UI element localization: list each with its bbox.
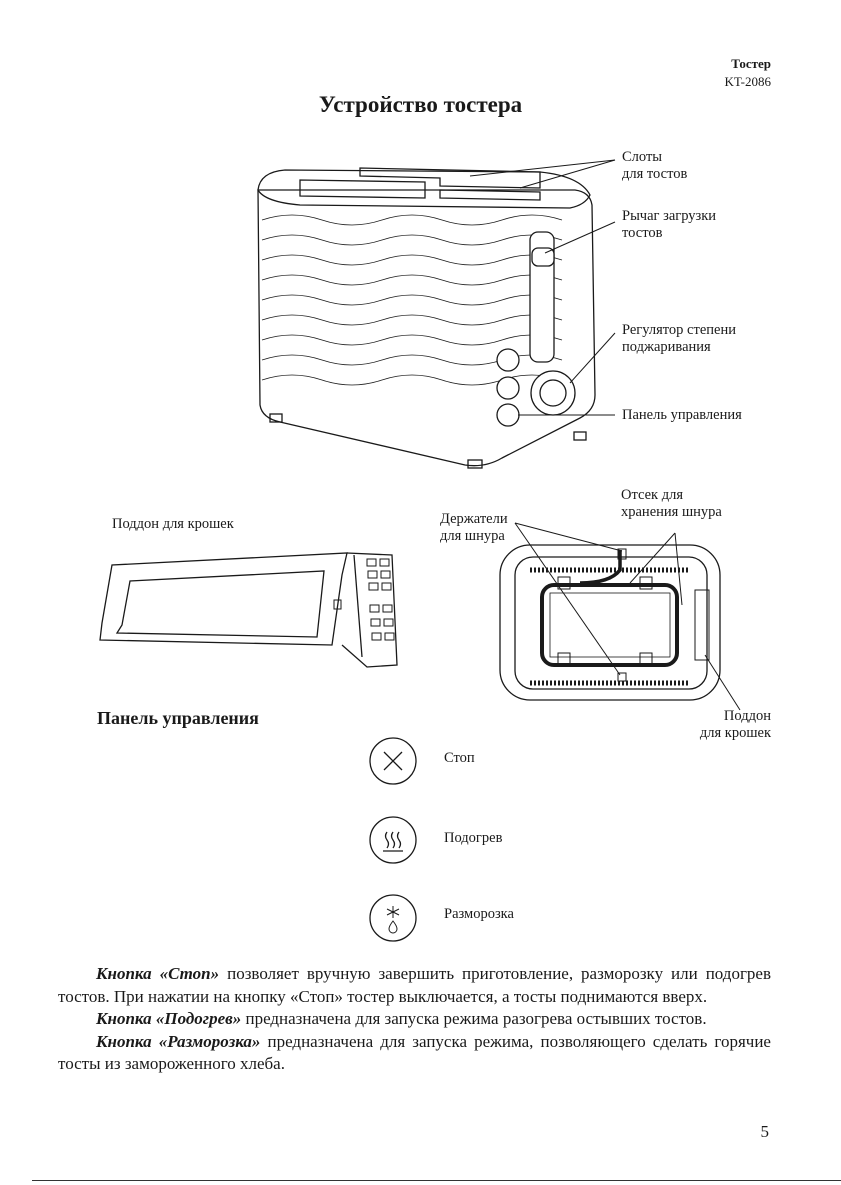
- header-title: Тостер: [731, 56, 771, 71]
- description-text: Кнопка «Стоп» позволяет вручную завершит…: [58, 963, 771, 1076]
- defrost-button-label: Разморозка: [444, 906, 514, 922]
- header-model: KT-2086: [724, 74, 771, 89]
- crumb-tray-illustration: [99, 552, 398, 668]
- paragraph-reheat: Кнопка «Подогрев» предназначена для запу…: [96, 1009, 707, 1028]
- toaster-illustration: [257, 159, 616, 469]
- bottom-view-illustration: [499, 522, 741, 711]
- panel-label: Панель управления: [622, 407, 742, 423]
- defrost-icon: [369, 894, 417, 942]
- stop-button-label: Стоп: [444, 750, 475, 766]
- tray-label: Поддон для крошек: [112, 516, 234, 532]
- paragraph-stop: Кнопка «Стоп» позволяет вручную завершит…: [58, 964, 771, 1006]
- reheat-button-label: Подогрев: [444, 830, 503, 846]
- page-number: 5: [760, 1122, 770, 1141]
- reheat-icon: [369, 816, 417, 864]
- page-title: Устройство тостера: [318, 92, 523, 117]
- stop-icon: [369, 737, 417, 785]
- paragraph-defrost: Кнопка «Разморозка» предназначена для за…: [58, 1031, 771, 1074]
- bottom-rule: [32, 1180, 841, 1181]
- control-panel-title: Панель управления: [97, 708, 259, 728]
